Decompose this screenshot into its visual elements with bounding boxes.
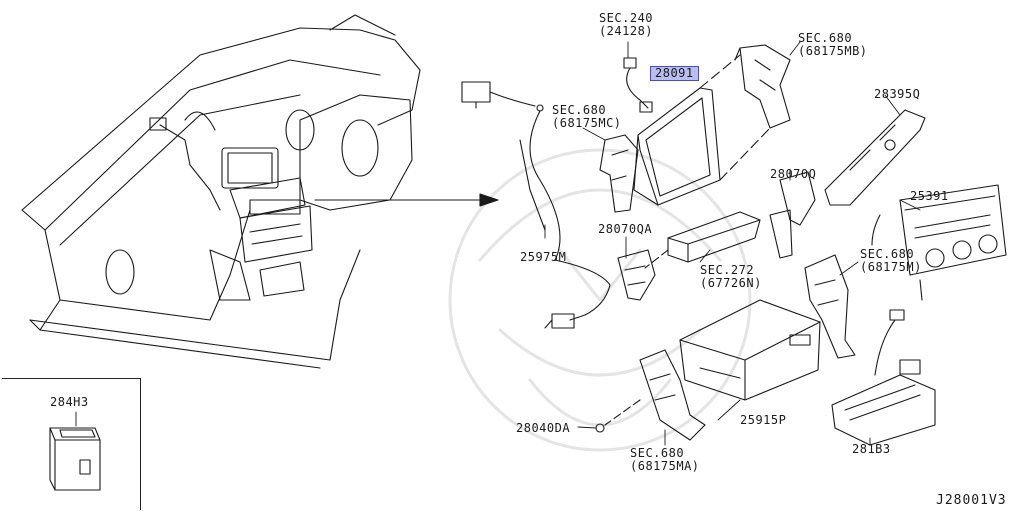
part-28395q [824, 109, 926, 246]
sec-240-title: SEC.240 [598, 11, 654, 25]
antenna-cable-25975m [461, 81, 611, 329]
part-25915p [679, 299, 821, 401]
part-label-25915p[interactable]: 25915P [740, 413, 787, 427]
module-67726n [667, 211, 761, 263]
sec-680-m-code: (68175M) [860, 260, 922, 274]
sec-680-mc-label[interactable]: SEC.680 (68175MC) [552, 104, 622, 130]
bracket-68175m [804, 254, 856, 359]
part-label-25975m[interactable]: 25975M [520, 250, 567, 264]
part-25391 [899, 184, 1007, 301]
sec-680-mb-code: (68175MB) [798, 44, 868, 58]
sec-272-label[interactable]: SEC.272 (67726N) [700, 264, 762, 290]
part-28070q [769, 171, 816, 259]
sec-680-ma-title: SEC.680 [630, 446, 685, 460]
sec-680-mc-code: (68175MC) [552, 116, 622, 130]
part-281b3 [831, 309, 936, 446]
bracket-68175ma [639, 349, 706, 441]
sec-680-m-title: SEC.680 [860, 247, 915, 261]
part-label-281b3[interactable]: 281B3 [852, 442, 891, 456]
sec-680-m-label[interactable]: SEC.680 (68175M) [860, 248, 922, 274]
watermark-emblem [448, 148, 752, 452]
sec-272-title: SEC.272 [700, 263, 755, 277]
sec-240-code: (24128) [598, 24, 654, 38]
leader-lines [75, 41, 921, 446]
part-28070qa [617, 249, 656, 301]
bracket-68175mb [734, 44, 791, 129]
part-label-28395q[interactable]: 28395Q [874, 87, 921, 101]
part-label-28040da[interactable]: 28040DA [516, 421, 571, 435]
sec-680-mb-title: SEC.680 [798, 31, 853, 45]
dashboard-illustration [21, 14, 421, 369]
sec-680-mb-label[interactable]: SEC.680 (68175MB) [798, 32, 868, 58]
part-label-28070qa[interactable]: 28070QA [598, 222, 653, 236]
sec-680-mc-title: SEC.680 [552, 103, 607, 117]
sec-680-ma-code: (68175MA) [630, 459, 700, 473]
bracket-68175mc [599, 134, 639, 213]
reference-arrow [314, 193, 499, 207]
part-label-25391[interactable]: 25391 [910, 189, 949, 203]
part-label-284h3[interactable]: 284H3 [50, 395, 89, 409]
sec-240-label[interactable]: SEC.240 (24128) [599, 12, 653, 38]
sec-272-code: (67726N) [700, 276, 762, 290]
part-284h3 [49, 427, 101, 491]
part-label-28070q[interactable]: 28070Q [770, 167, 817, 181]
part-label-28091[interactable]: 28091 [650, 66, 699, 81]
sec-680-ma-label[interactable]: SEC.680 (68175MA) [630, 447, 700, 473]
diagram-code: J28001V3 [936, 493, 1007, 508]
inset-frame [2, 378, 141, 510]
